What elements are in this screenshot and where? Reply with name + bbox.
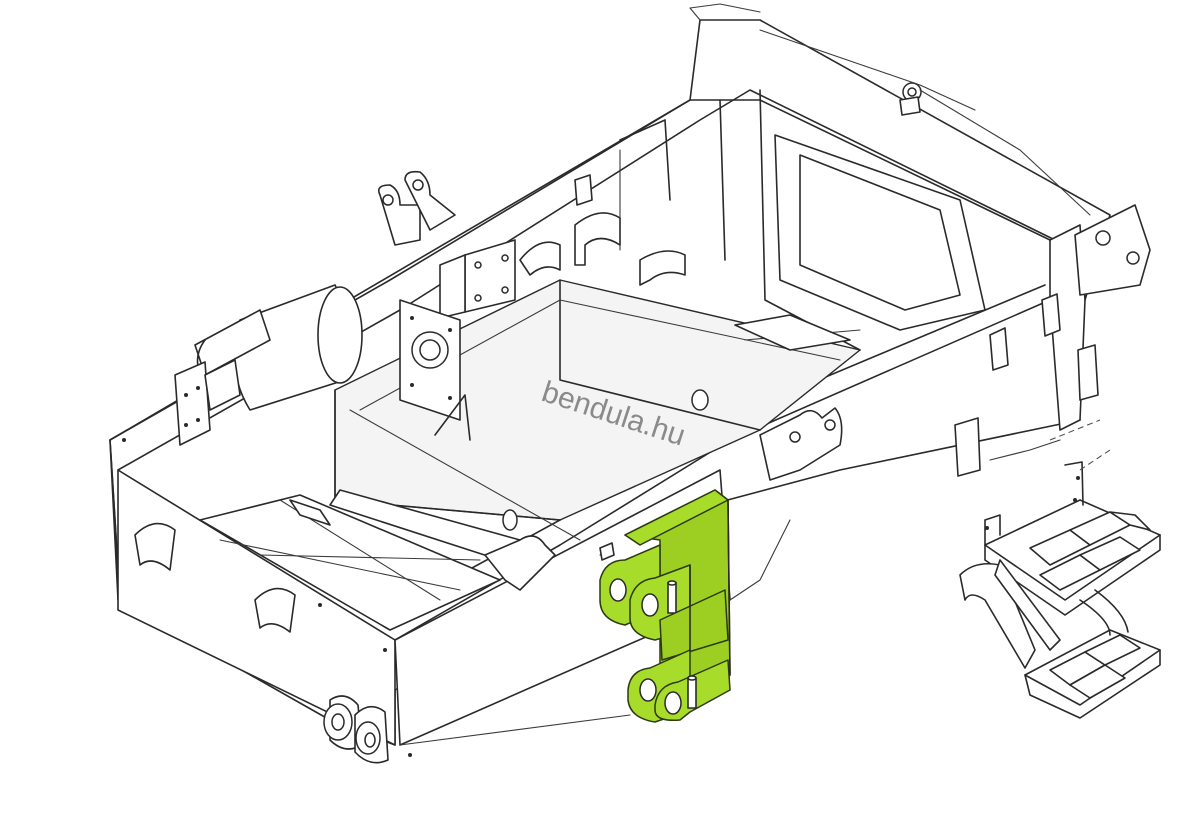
highlighted-hitch-bracket [599, 489, 731, 723]
frame-interior [199, 89, 986, 631]
guide-lines [1049, 419, 1111, 471]
step-assembly [959, 461, 1161, 719]
leader-lines [399, 519, 791, 746]
left-cylinder [194, 284, 363, 411]
frame-cutouts [122, 389, 709, 764]
right-brackets [759, 29, 1151, 481]
mounting-plates [174, 170, 686, 446]
